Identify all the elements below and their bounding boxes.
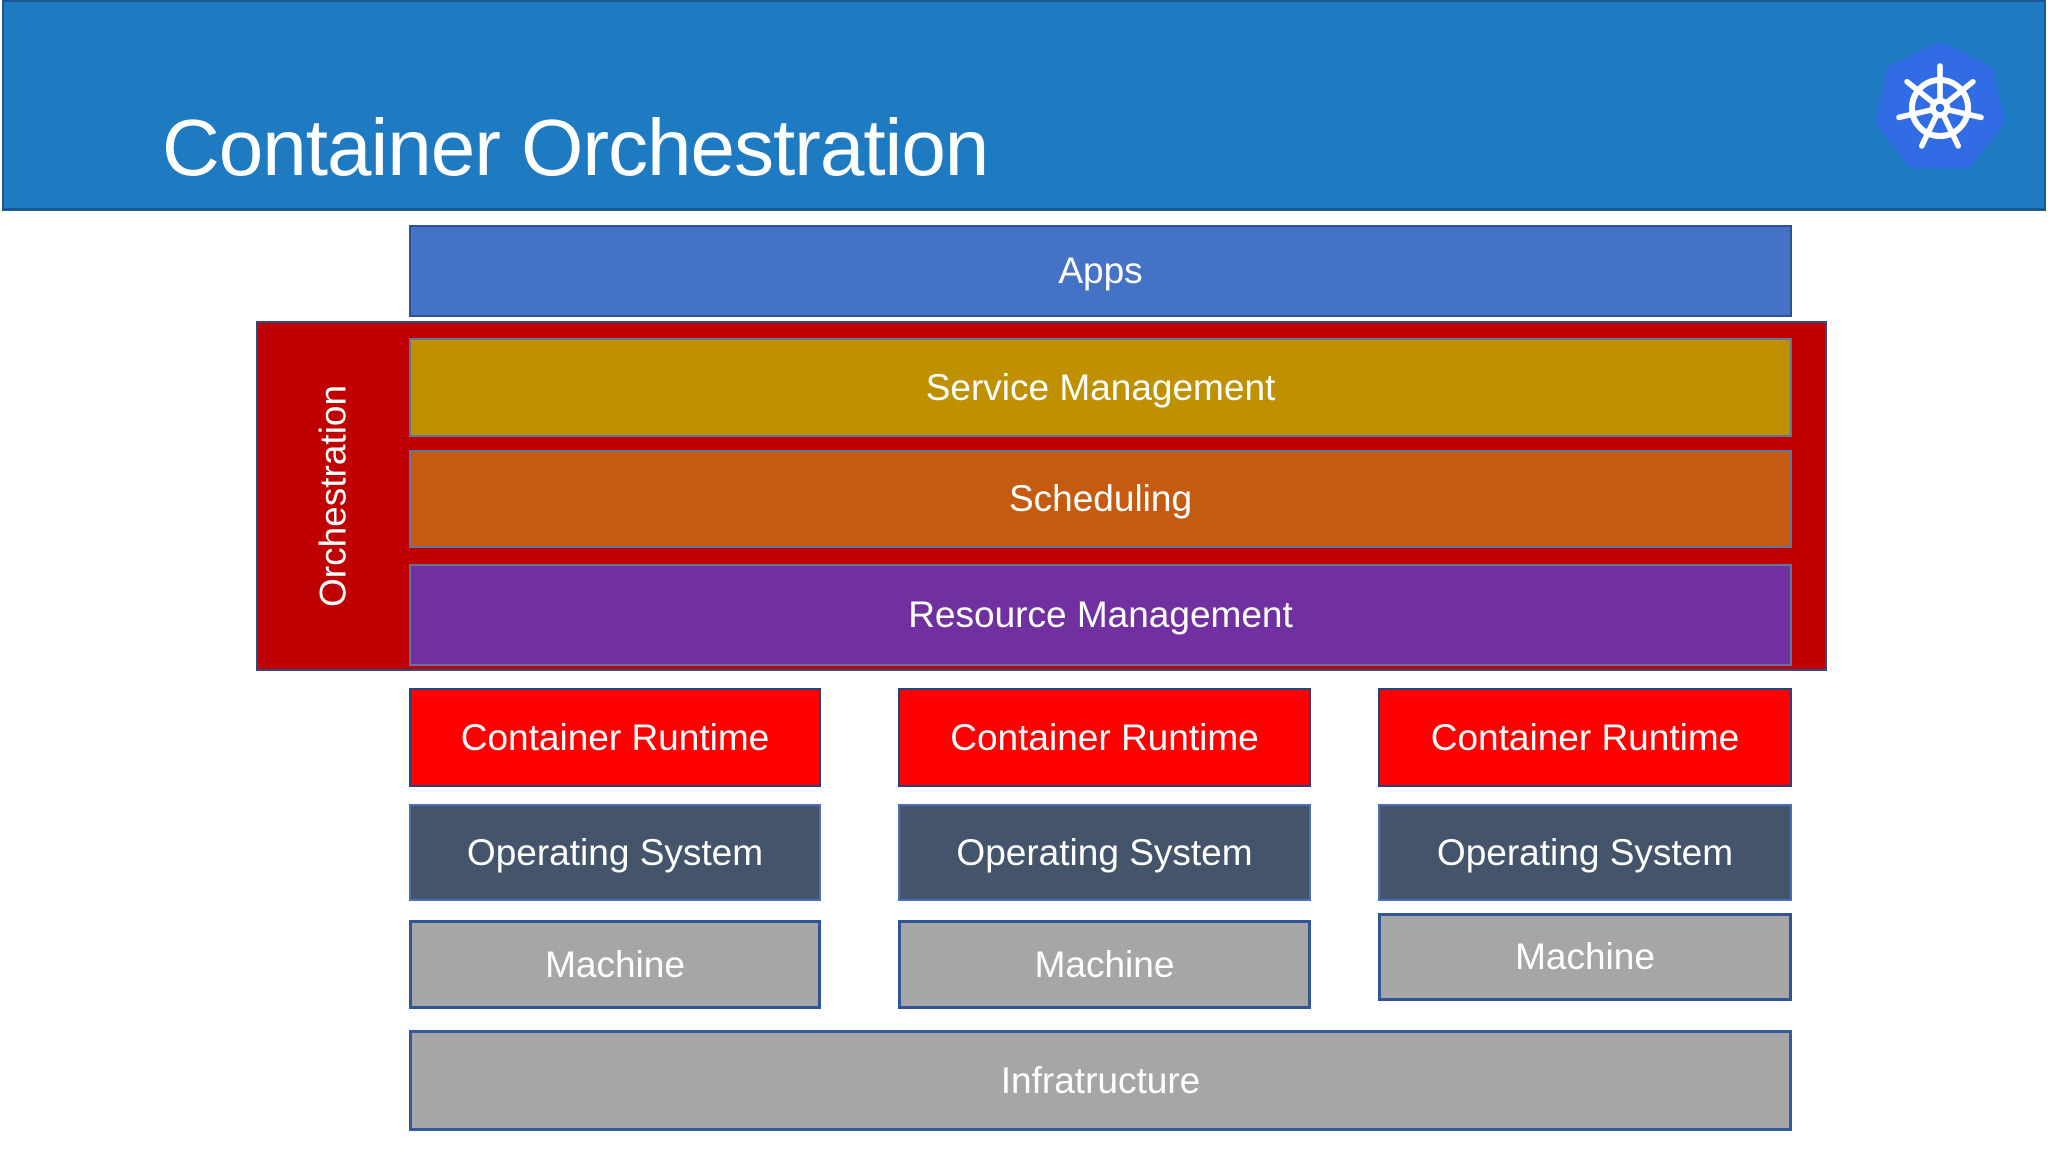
operating-system-box-2: Operating System <box>898 804 1311 901</box>
operating-system-box-1: Operating System <box>409 804 821 901</box>
service-management-layer: Service Management <box>409 338 1792 437</box>
container-runtime-box-2: Container Runtime <box>898 688 1311 787</box>
container-runtime-box-1: Container Runtime <box>409 688 821 787</box>
resource-management-label: Resource Management <box>908 594 1293 635</box>
machine-box-1: Machine <box>409 920 821 1009</box>
container-runtime-label-1: Container Runtime <box>460 716 770 758</box>
container-runtime-label-2: Container Runtime <box>950 716 1259 758</box>
machine-label-2: Machine <box>1034 943 1175 985</box>
machine-box-3: Machine <box>1378 913 1792 1001</box>
resource-management-layer: Resource Management <box>409 564 1792 666</box>
infrastructure-label: Infratructure <box>1000 1059 1201 1101</box>
machine-label-3: Machine <box>1515 936 1655 977</box>
container-runtime-box-3: Container Runtime <box>1378 688 1792 787</box>
apps-label: Apps <box>1058 250 1143 291</box>
operating-system-label-2: Operating System <box>956 831 1253 873</box>
operating-system-label-3: Operating System <box>1436 831 1734 873</box>
machine-box-2: Machine <box>898 920 1311 1009</box>
slide-title: Container Orchestration <box>162 103 989 192</box>
service-management-label: Service Management <box>925 366 1276 408</box>
infrastructure-bar: Infratructure <box>409 1030 1792 1131</box>
scheduling-layer: Scheduling <box>409 450 1792 548</box>
apps-layer: Apps <box>409 225 1792 317</box>
header-band: Container Orchestration <box>2 0 2046 211</box>
orchestration-container: Orchestration Service Management Schedul… <box>256 321 1827 671</box>
orchestration-label: Orchestration <box>312 384 354 608</box>
kubernetes-wheel-icon <box>1875 41 2005 169</box>
scheduling-label: Scheduling <box>1008 478 1193 519</box>
operating-system-box-3: Operating System <box>1378 804 1792 901</box>
machine-label-1: Machine <box>545 943 685 985</box>
operating-system-label-1: Operating System <box>466 831 764 873</box>
container-runtime-label-3: Container Runtime <box>1430 716 1740 758</box>
